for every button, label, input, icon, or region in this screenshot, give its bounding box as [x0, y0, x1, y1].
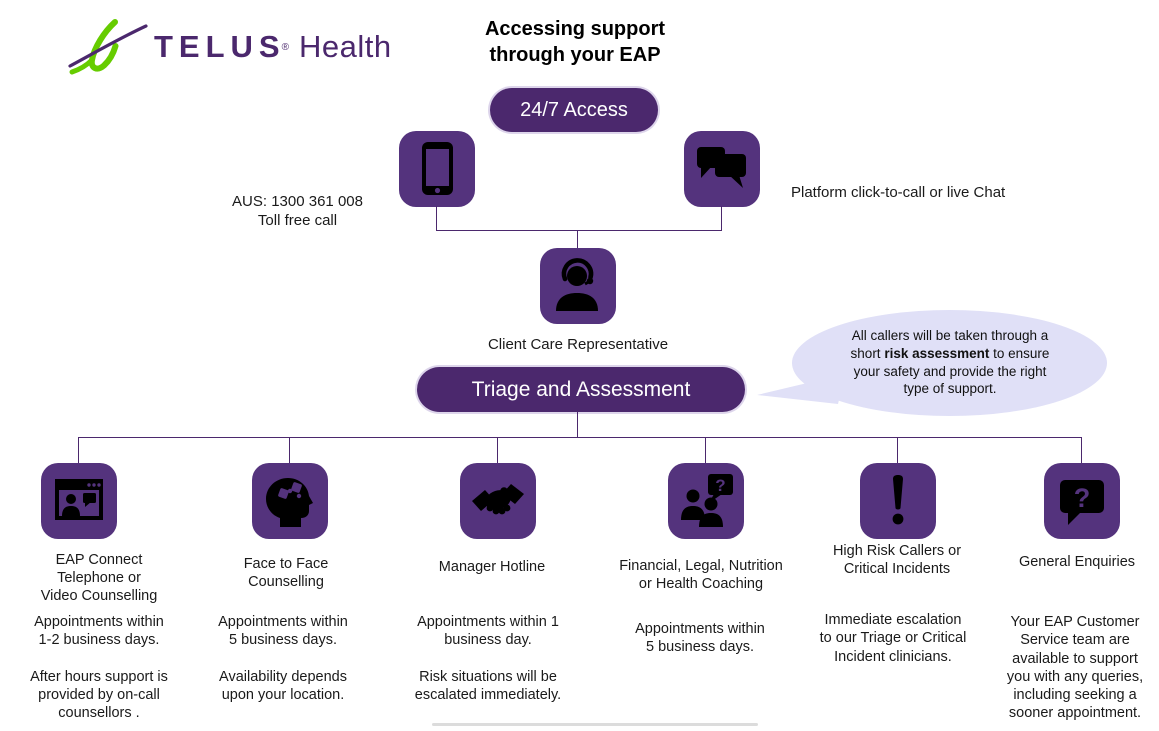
telus-t-swoosh-icon	[68, 19, 148, 75]
column-label: Manager Hotline	[438, 559, 546, 575]
page-title: Accessing support through your EAP	[484, 18, 666, 66]
platform-chat-note: Platform click-to-call or live Chat	[791, 184, 1006, 201]
access-pill: 24/7 Access	[490, 88, 658, 132]
risk-assessment-bubble-text: All callers will be taken through a shor…	[806, 327, 1094, 398]
brand-telus-text: TELUS	[154, 29, 286, 64]
column-label: General Enquiries	[1018, 554, 1136, 570]
connector-line	[1081, 437, 1082, 464]
connector-line	[497, 437, 498, 464]
connector-line	[436, 206, 437, 231]
connector-line	[78, 437, 1082, 438]
column-description: Appointments within 1-2 business days. A…	[30, 614, 168, 722]
connector-line	[721, 206, 722, 231]
connector-line	[78, 437, 79, 464]
connector-line	[436, 230, 722, 231]
question-bubble-icon: ?	[1044, 463, 1120, 539]
registered-mark: ®	[281, 41, 289, 53]
handshake-icon	[460, 463, 536, 539]
connector-line	[897, 437, 898, 464]
client-care-label: Client Care Representative	[487, 336, 669, 353]
bubble-text-before: All callers will be taken through a shor…	[850, 328, 1049, 361]
bubble-text-bold: risk assessment	[884, 345, 990, 361]
telus-health-logo: TELUS® Health	[68, 18, 392, 76]
people-question-icon: ?	[668, 463, 744, 539]
connector-line	[577, 230, 578, 249]
chat-bubbles-icon	[684, 131, 760, 207]
column-label: Face to Face Counselling	[243, 556, 329, 590]
column-description: Appointments within 1 business day. Risk…	[414, 614, 562, 704]
exclamation-icon	[860, 463, 936, 539]
risk-assessment-bubble	[792, 310, 1107, 416]
column-description: Immediate escalation to our Triage or Cr…	[819, 612, 967, 665]
column-label: EAP Connect Telephone or Video Counselli…	[40, 552, 158, 604]
column-description: Your EAP Customer Service team are avail…	[1006, 614, 1144, 722]
connector-line	[289, 437, 290, 464]
connector-line	[577, 411, 578, 438]
brand-health-text: Health	[299, 29, 392, 64]
smartphone-icon	[399, 131, 475, 207]
page-edge-line	[432, 723, 758, 726]
head-puzzle-icon	[252, 463, 328, 539]
video-counselling-icon	[41, 463, 117, 539]
headset-agent-icon	[540, 248, 616, 324]
column-label: High Risk Callers or Critical Incidents	[832, 543, 962, 577]
triage-pill: Triage and Assessment	[417, 367, 745, 412]
column-description: Appointments within 5 business days. Ava…	[218, 614, 348, 704]
connector-line	[705, 437, 706, 464]
svg-text:?: ?	[1074, 483, 1091, 513]
bubble-text-after: to ensure your safety and provide the ri…	[853, 345, 1050, 397]
phone-number-note: AUS: 1300 361 008 Toll free call	[232, 193, 363, 229]
svg-text:?: ?	[715, 476, 725, 495]
column-label: Financial, Legal, Nutrition or Health Co…	[619, 558, 783, 592]
column-description: Appointments within 5 business days.	[635, 621, 765, 656]
